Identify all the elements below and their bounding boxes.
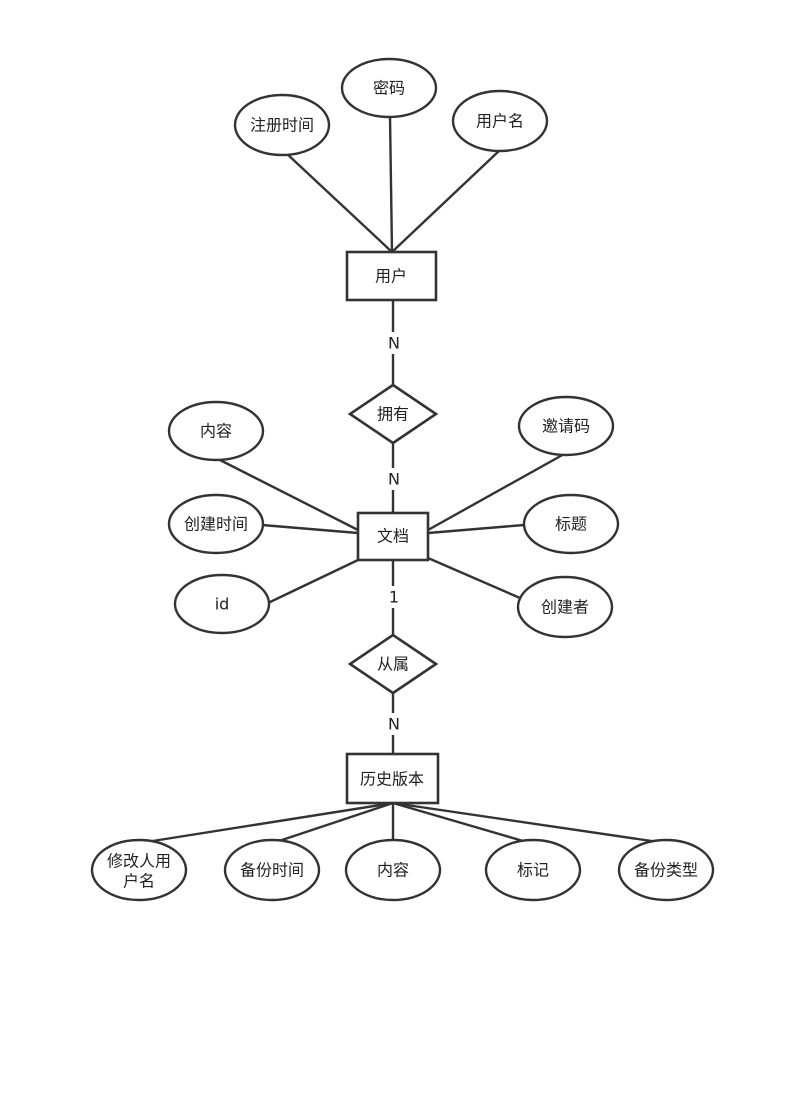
svg-text:户名: 户名 (123, 872, 155, 891)
attribute-title: 标题 (522, 493, 620, 555)
attribute-backup-type: 备份类型 (617, 838, 715, 902)
relationship-owns: 拥有 (347, 383, 439, 445)
svg-text:用户名: 用户名 (476, 112, 524, 131)
cardinality-user-owns: N (388, 334, 400, 353)
edge-hist-modifier (139, 801, 394, 845)
edge-hist-backup-time (272, 801, 394, 845)
svg-text:创建者: 创建者 (541, 598, 589, 617)
svg-text:内容: 内容 (200, 422, 232, 441)
cardinality-document-belongs: 1 (389, 588, 399, 607)
edge-doc-invite-code (427, 451, 567, 532)
svg-text:注册时间: 注册时间 (250, 116, 314, 135)
entity-document: 文档 (356, 511, 430, 562)
cardinality-labels: N N 1 N (385, 332, 403, 735)
svg-text:拥有: 拥有 (377, 405, 409, 424)
attribute-document-content: 内容 (167, 400, 265, 462)
attribute-modifier-username: 修改人用 户名 (90, 838, 188, 902)
attribute-id: id (173, 573, 271, 635)
attribute-invite-code: 邀请码 (517, 395, 615, 457)
svg-text:修改人用: 修改人用 (107, 852, 171, 871)
edge-doc-content (215, 456, 359, 532)
svg-text:标题: 标题 (555, 515, 587, 534)
entity-user: 用户 (345, 250, 438, 302)
attribute-mark: 标记 (484, 838, 582, 902)
attribute-history-content: 内容 (344, 838, 442, 902)
attribute-created-time: 创建时间 (167, 493, 265, 555)
relationship-belongs: 从属 (347, 633, 439, 695)
attribute-register-time: 注册时间 (233, 93, 331, 157)
edge-hist-backup-type (392, 801, 666, 845)
svg-text:标记: 标记 (517, 861, 549, 880)
svg-text:内容: 内容 (377, 861, 409, 880)
svg-text:密码: 密码 (373, 79, 405, 98)
edge-doc-id (267, 558, 359, 605)
edge-doc-title (427, 523, 525, 535)
attribute-username: 用户名 (451, 89, 549, 153)
cardinality-belongs-history: N (388, 715, 400, 734)
svg-text:用户: 用户 (375, 267, 407, 286)
svg-text:文档: 文档 (377, 527, 409, 546)
attribute-password: 密码 (340, 57, 438, 119)
cardinality-owns-document: N (388, 470, 400, 489)
attribute-creator: 创建者 (516, 575, 614, 639)
edge-password-user (388, 115, 394, 253)
edge-username-user (391, 149, 501, 253)
svg-text:备份类型: 备份类型 (634, 861, 698, 880)
edge-doc-creator (427, 556, 521, 600)
attribute-backup-time: 备份时间 (223, 838, 321, 902)
edge-register-time-user (285, 152, 393, 253)
svg-text:邀请码: 邀请码 (542, 417, 590, 436)
entity-history: 历史版本 (345, 752, 440, 805)
svg-text:历史版本: 历史版本 (360, 770, 424, 789)
svg-text:创建时间: 创建时间 (184, 515, 248, 534)
edge-doc-created-time (261, 523, 359, 535)
svg-text:备份时间: 备份时间 (240, 861, 304, 880)
svg-text:id: id (215, 595, 230, 614)
svg-text:从属: 从属 (377, 655, 409, 674)
edge-hist-mark (392, 801, 531, 845)
